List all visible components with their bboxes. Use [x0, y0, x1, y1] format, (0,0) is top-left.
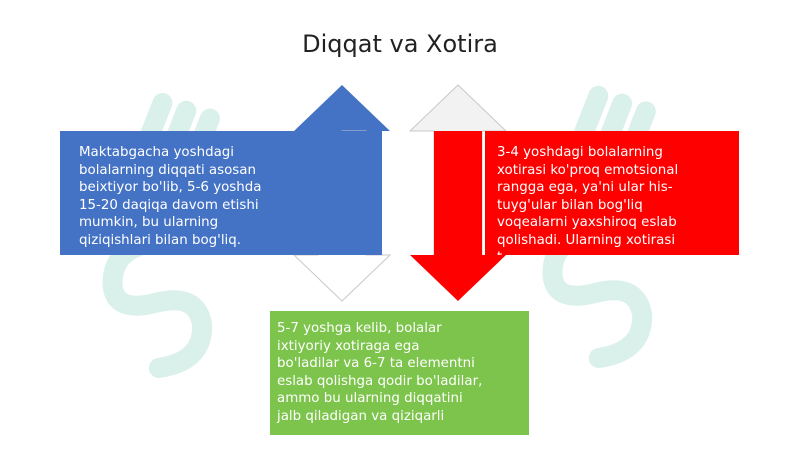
text-line: tuyg'ular bilan bog'liq	[497, 197, 643, 213]
text-line: beixtiyor bo'lib, 5-6 yoshda	[79, 180, 262, 195]
text-line: 5-7 yoshga kelib, bolalar	[277, 321, 442, 336]
text-line: t	[497, 249, 729, 255]
text-line: rangga ega, ya'ni ular his-	[497, 180, 673, 195]
text-line: ixtiyoriy xotiraga ega	[277, 338, 420, 354]
text-line: voqealarni yaxshiroq eslab	[497, 215, 677, 230]
blue-text-box: Maktabgacha yoshdagi bolalarning diqqati…	[60, 131, 382, 255]
red-text-box: 3-4 yoshdagi bolalarning xotirasi ko'pro…	[485, 131, 739, 255]
text-line: eslab qolishga qodir bo'ladilar,	[277, 373, 483, 389]
text-line: ammo bu ularning diqqatini	[277, 391, 463, 406]
text-line: Maktabgacha yoshdagi	[79, 145, 234, 160]
text-line: mumkin, bu ularning	[79, 215, 219, 230]
diagram-title: Diqqat va Xotira	[302, 30, 498, 58]
red-down-arrow	[410, 131, 506, 301]
text-line: 15-20 daqiqa davom etishi	[79, 197, 259, 213]
text-line: qiziqishlari bilan bog'liq.	[79, 232, 242, 248]
text-line: bo'ladilar va 6-7 ta elementni	[277, 356, 475, 371]
green-text-box: 5-7 yoshga kelib, bolalar ixtiyoriy xoti…	[270, 311, 529, 435]
text-line: xotirasi ko'proq emotsional	[497, 162, 679, 178]
text-line: 3-4 yoshdagi bolalarning	[497, 145, 663, 160]
text-line: jalb qiladigan va qiziqarli	[277, 408, 445, 424]
text-line: bolalarning diqqati asosan	[79, 162, 256, 178]
text-line: qolishadi. Ularning xotirasi	[497, 232, 676, 248]
